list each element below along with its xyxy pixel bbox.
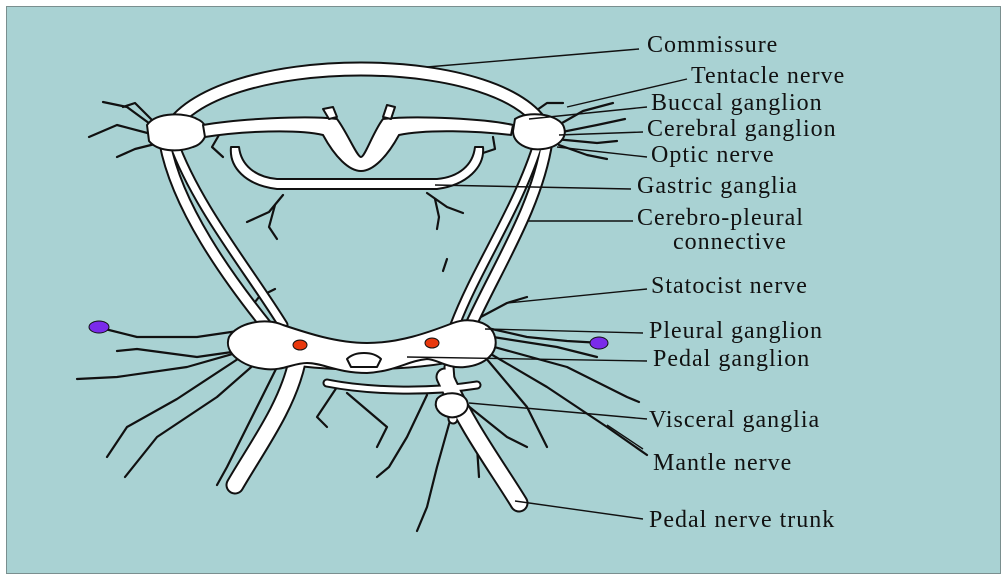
label-tentacle-nerve: Tentacle nerve bbox=[691, 63, 845, 89]
left-purple-statocyst bbox=[89, 321, 109, 333]
label-pedal-nerve-trunk: Pedal nerve trunk bbox=[649, 507, 835, 533]
label-mantle-nerve: Mantle nerve bbox=[653, 450, 792, 476]
label-cerebral-ganglion: Cerebral ganglion bbox=[647, 116, 837, 142]
label-cerebro-pleural: Cerebro-pleural bbox=[637, 205, 804, 231]
left-cerebral-ganglion bbox=[147, 114, 206, 150]
label-optic-nerve: Optic nerve bbox=[651, 142, 775, 168]
diagram-frame: Commissure Tentacle nerve Buccal ganglio… bbox=[6, 6, 1001, 574]
label-gastric-ganglia: Gastric ganglia bbox=[637, 173, 798, 199]
label-connective: connective bbox=[673, 229, 787, 255]
right-purple-statocyst bbox=[590, 337, 608, 349]
label-pleural-ganglion: Pleural ganglion bbox=[649, 318, 823, 344]
label-buccal-ganglion: Buccal ganglion bbox=[651, 90, 823, 116]
right-cerebral-ganglion bbox=[513, 114, 565, 149]
right-red-statocyst bbox=[425, 338, 439, 348]
label-pedal-ganglion: Pedal ganglion bbox=[653, 346, 810, 372]
left-red-statocyst bbox=[293, 340, 307, 350]
label-commissure: Commissure bbox=[647, 32, 778, 58]
visceral-ganglia bbox=[436, 393, 468, 417]
nervous-system-diagram: Commissure Tentacle nerve Buccal ganglio… bbox=[7, 7, 1000, 573]
label-visceral-ganglia: Visceral ganglia bbox=[649, 407, 820, 433]
label-statocist-nerve: Statocist nerve bbox=[651, 273, 808, 299]
